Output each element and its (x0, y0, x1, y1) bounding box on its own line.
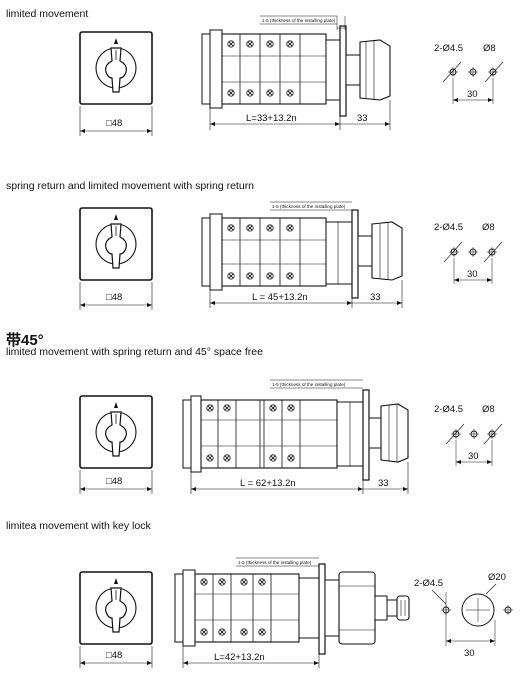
section-3-size-label: □48 (106, 476, 122, 487)
heading-45-degree: 带45° (6, 332, 44, 349)
section-4-side-view (174, 557, 410, 668)
section-2-side-view (201, 201, 403, 308)
section-4-front-view (79, 571, 153, 668)
section-2-depth-label: 33 (370, 292, 381, 303)
section-2-size-label: □48 (106, 292, 122, 303)
section-1-size-label: □48 (106, 118, 122, 129)
section-4-size-label: □48 (106, 650, 122, 661)
caption-spring-return: spring return and limited movement with … (6, 180, 255, 192)
section-1-side-view (201, 15, 391, 130)
section-2-front-view (79, 207, 153, 310)
section-4-range-label: 1-5 (thickness of the installing plate) (238, 560, 312, 565)
section-2-holes-label: 2-Ø4.5 (434, 222, 463, 233)
section-4-holes-label: 2-Ø4.5 (414, 578, 443, 589)
section-1-center-label: Ø8 (483, 43, 496, 54)
section-1-range-label: 1-5 (thickness of the installing plate) (262, 18, 336, 23)
section-2-center-label: Ø8 (482, 222, 495, 233)
section-2-mounting-holes (443, 241, 503, 284)
section-3-center-label: Ø8 (482, 404, 495, 415)
section-3-mounting-holes (445, 423, 503, 466)
section-4-pitch-label: 30 (464, 648, 475, 659)
section-1-pitch-label: 30 (467, 89, 478, 100)
section-3-depth-label: 33 (378, 478, 389, 489)
section-4-mounting-holes (431, 583, 514, 646)
caption-45-space-free: limited movement with spring return and … (6, 346, 263, 358)
section-2-length-label: L = 45+13.2n (252, 292, 308, 303)
section-3-front-view (79, 395, 153, 494)
section-3-holes-label: 2-Ø4.5 (434, 404, 463, 415)
section-3-length-label: L = 62+13.2n (240, 478, 296, 489)
section-2-pitch-label: 30 (467, 269, 478, 280)
section-2-range-label: 1-5 (thickness of the installing plate) (272, 204, 346, 209)
section-3-pitch-label: 30 (468, 451, 479, 462)
section-3-range-label: 1-5 (thickness of the installing plate) (272, 382, 346, 387)
caption-key-lock: limitea movement with key lock (6, 520, 151, 532)
section-4-center-label: Ø20 (488, 572, 506, 583)
section-1-front-view (79, 31, 153, 136)
caption-limited-movement: limited movement (6, 8, 89, 20)
section-1-holes-label: 2-Ø4.5 (434, 43, 463, 54)
section-1-depth-label: 33 (357, 113, 368, 124)
section-4-length-label: L=42+13.2n (214, 652, 265, 663)
section-1-length-label: L=33+13.2n (246, 113, 297, 124)
section-1-mounting-holes (442, 61, 504, 104)
section-3-side-view (182, 379, 409, 494)
